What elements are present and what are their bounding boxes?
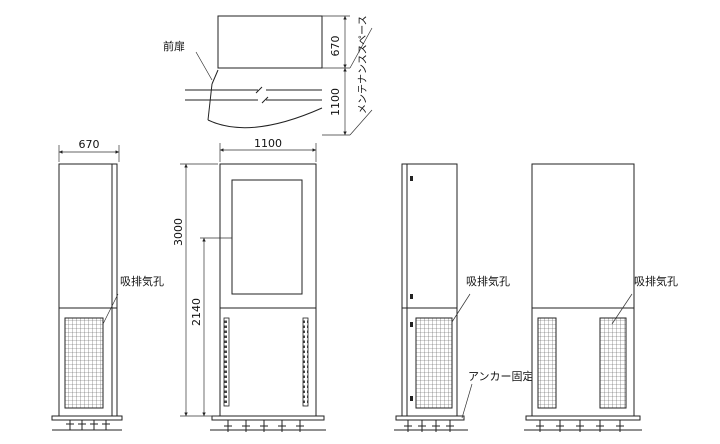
- maintenance-bracket-top: [349, 27, 373, 69]
- right-view: 吸排気孔 アンカー固定: [394, 163, 534, 432]
- front-vent-right: [302, 317, 309, 407]
- side-door-edge: [111, 163, 118, 417]
- maintenance-bracket-bottom: [349, 109, 373, 136]
- back-anchors: [536, 420, 624, 432]
- right-hinge-low: [410, 322, 413, 327]
- front-height-lower-label: 2140: [190, 298, 203, 326]
- right-hinge-bottom: [410, 396, 413, 401]
- top-width-label: 1100: [329, 88, 342, 116]
- right-vent-label: 吸排気孔: [466, 274, 510, 288]
- side-view: 670 吸排気孔: [51, 138, 164, 431]
- right-hinge-mid: [410, 294, 413, 299]
- door-swing-arc: [207, 107, 323, 129]
- back-view: 吸排気孔: [524, 163, 678, 432]
- front-width-label: 1100: [254, 137, 282, 150]
- maintenance-label: メンテナンススペース: [357, 15, 369, 114]
- right-hinge-top: [410, 176, 413, 181]
- back-vent-left: [537, 317, 557, 409]
- side-base: [51, 415, 123, 421]
- top-view: 前扉 670 1100 メンテナンススペース: [163, 15, 373, 136]
- back-base: [525, 415, 641, 421]
- back-vent-leader: [611, 293, 633, 325]
- right-vent-leader: [451, 293, 471, 323]
- door-leaf: [207, 83, 213, 121]
- side-anchors: [66, 420, 110, 430]
- front-vent-left: [223, 317, 230, 407]
- back-vent-right: [599, 317, 627, 409]
- door-leader: [195, 51, 213, 81]
- anchor-label: アンカー固定: [468, 369, 534, 383]
- side-depth-label: 670: [79, 138, 100, 151]
- door-label: 前扉: [163, 39, 185, 53]
- break-mark: [255, 86, 269, 104]
- side-vent-label: 吸排気孔: [120, 274, 164, 288]
- front-anchors: [224, 420, 304, 432]
- door-hinge-line: [211, 69, 219, 85]
- right-base: [395, 415, 465, 421]
- side-vent-grille: [64, 317, 104, 409]
- back-vent-label: 吸排気孔: [634, 274, 678, 288]
- front-view: 1100 3000 2140: [172, 137, 326, 432]
- anchor-leader: [461, 383, 473, 419]
- front-base: [211, 415, 325, 421]
- top-view-cabinet: [217, 15, 323, 69]
- right-vent-grille: [415, 317, 453, 409]
- side-vent-leader: [102, 293, 119, 325]
- right-anchors: [404, 420, 454, 432]
- front-height-total-label: 3000: [172, 218, 185, 246]
- top-depth-label: 670: [329, 36, 342, 57]
- front-window: [231, 179, 303, 295]
